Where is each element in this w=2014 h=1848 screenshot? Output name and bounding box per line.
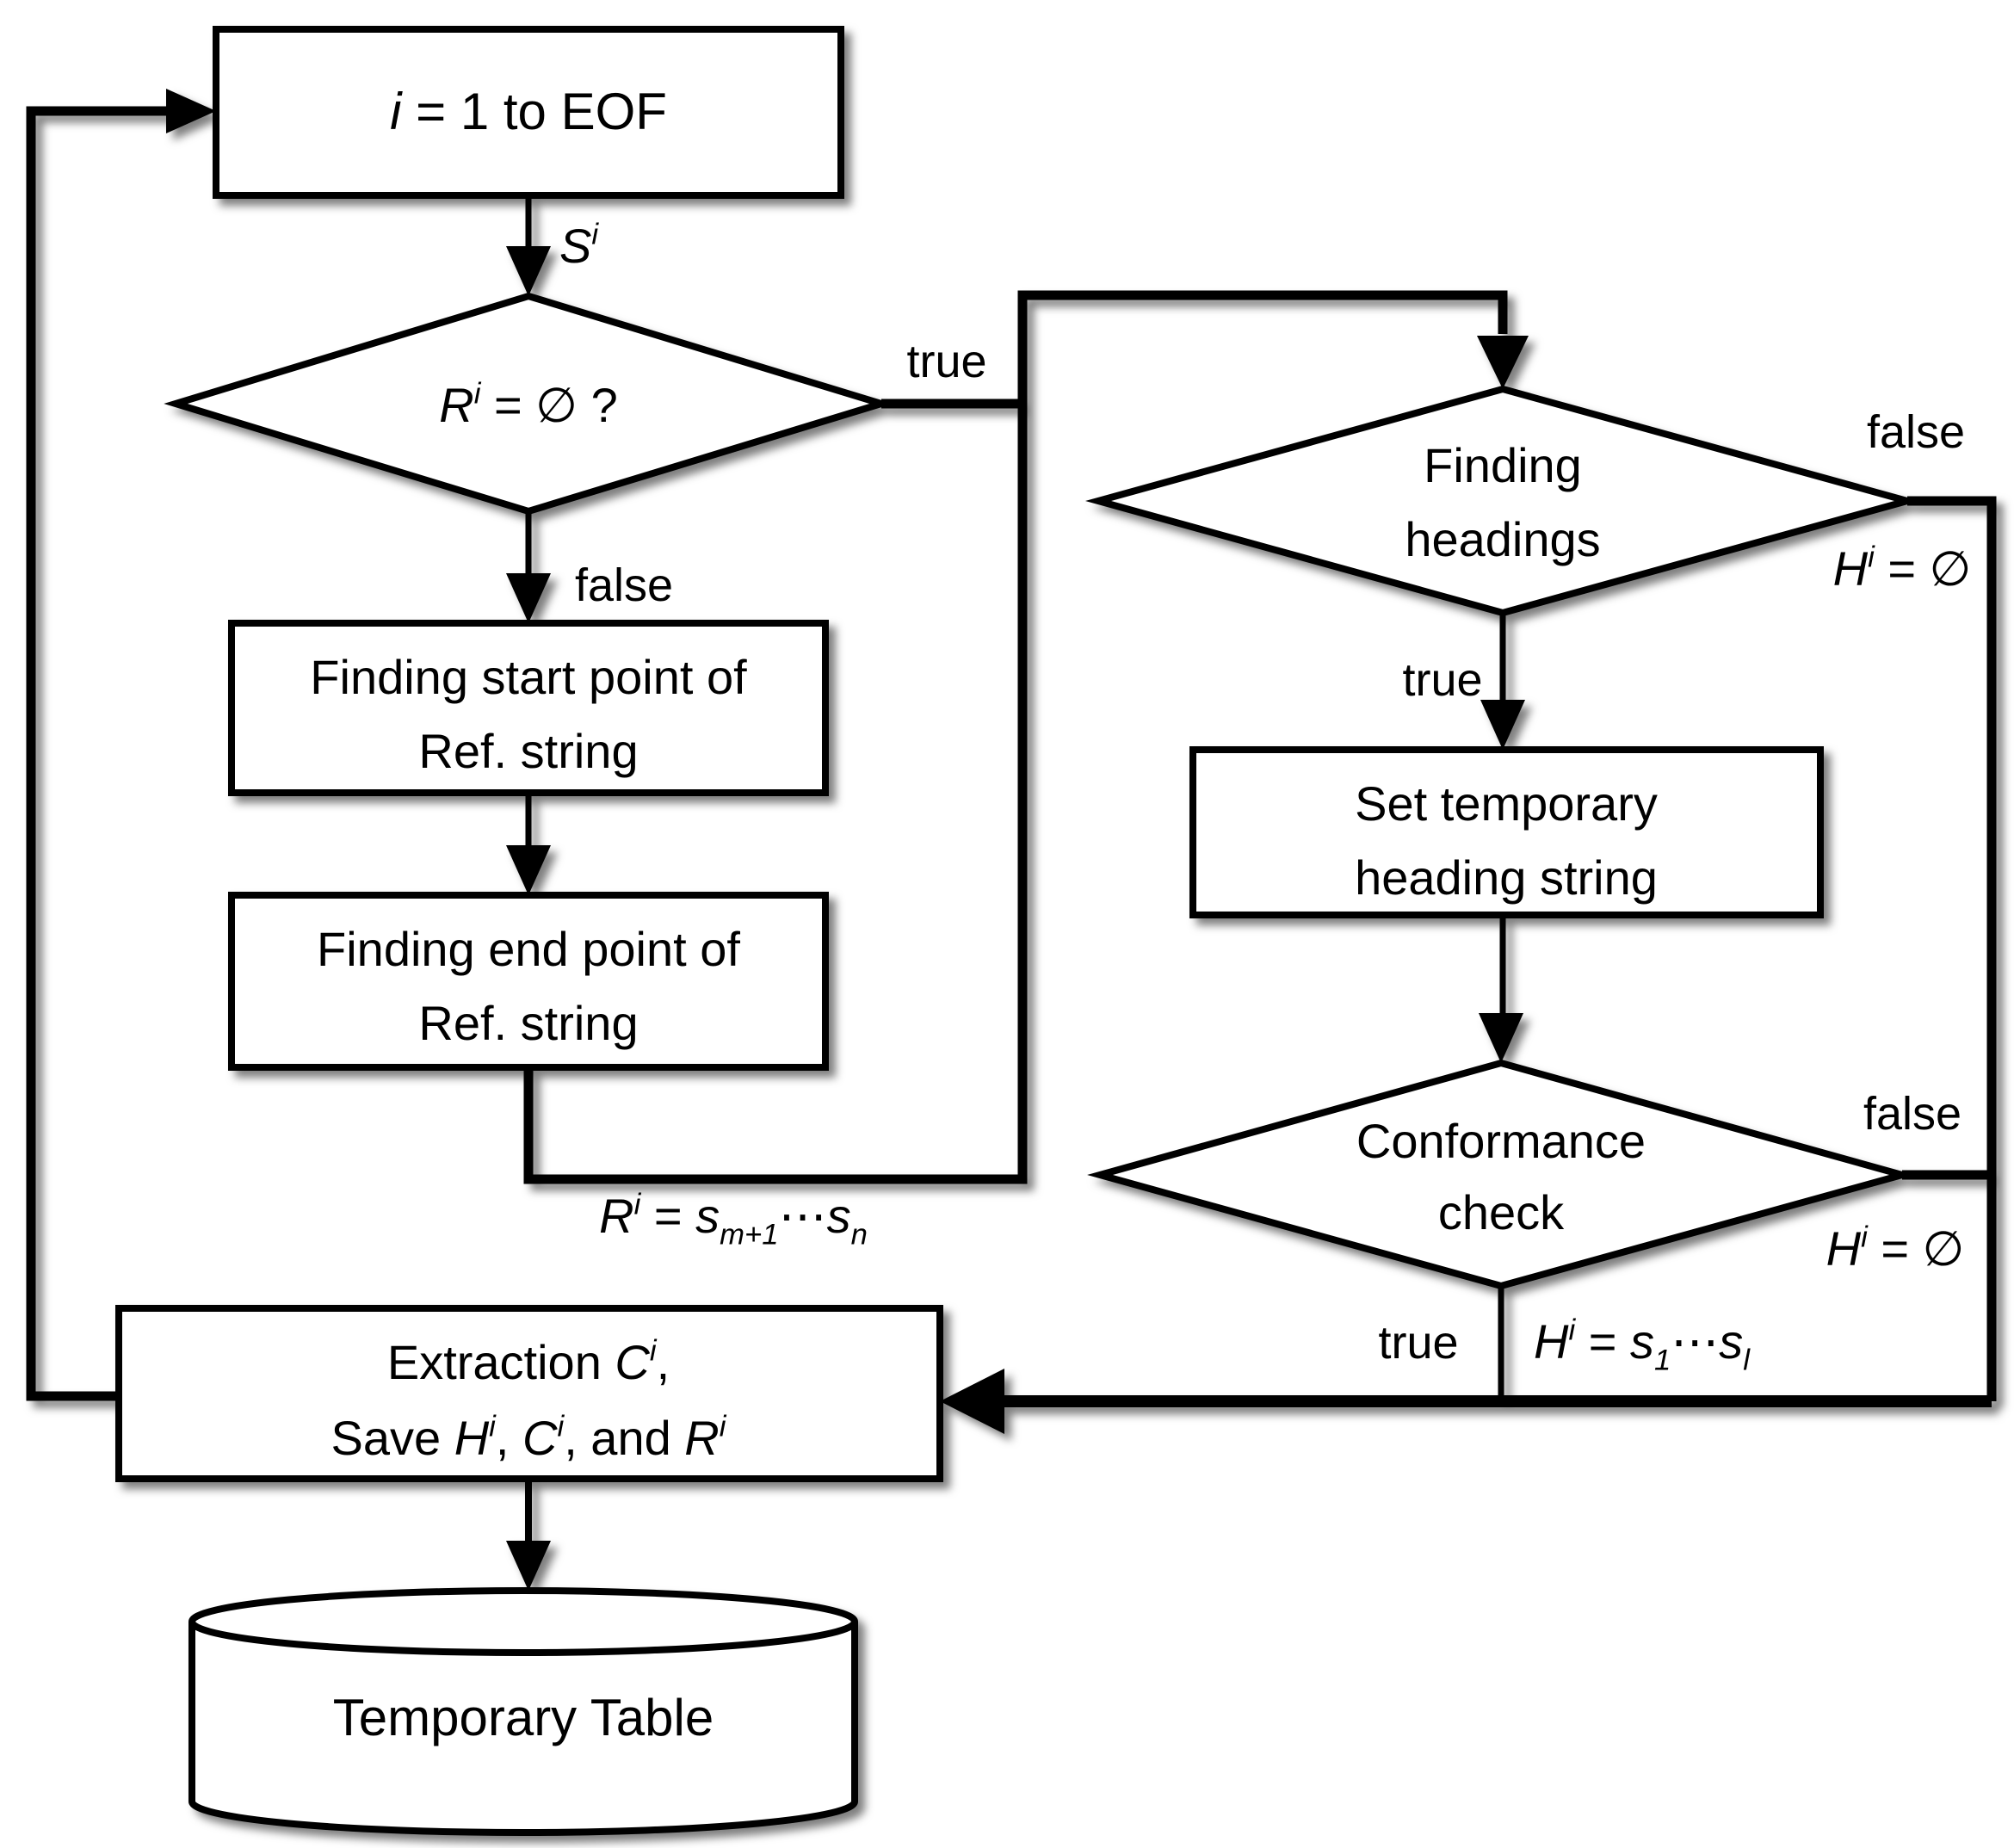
arrowhead-find-end-icon [506,845,551,895]
node-conformance-label-line2: check [1438,1185,1565,1239]
arrowhead-loopback-icon [166,89,216,133]
label-h-empty-1: Hi = ∅ [1833,541,1972,596]
arrowhead-extraction-icon [940,1369,1004,1434]
node-finding-headings-label-line2: headings [1405,512,1600,566]
arrowhead-conformance-icon [1479,1013,1523,1063]
label-s-input: Si [559,219,599,273]
edge-headings-false-line [1907,496,1997,1401]
arrowhead-r-false-icon [506,573,551,623]
arrowhead-set-heading-icon [1480,700,1525,750]
edge-ref-merge-line [523,290,1508,1184]
node-loop-box [213,26,844,199]
node-loop-label: i = 1 to EOF [390,83,667,140]
node-find-start-label-line1: Finding start point of [310,650,747,704]
node-extraction-box [115,1305,943,1482]
label-headings-true: true [1402,654,1482,706]
node-r-decision-diamond [164,292,893,516]
label-h-empty-2: Hi = ∅ [1826,1221,1965,1276]
node-temporary-table-body [188,1622,858,1836]
node-find-end-box [228,892,829,1071]
node-set-heading-label-line2: heading string [1355,850,1658,905]
node-finding-headings-label-line1: Finding [1424,438,1582,492]
node-temporary-table-top [188,1587,858,1656]
node-extraction-label-line2: Save Hi, Ci, and Ri [331,1411,727,1465]
label-r-true: true [906,336,986,387]
node-conformance-label-line1: Conformance [1356,1114,1646,1168]
arrowhead-s-input-icon [506,246,551,296]
edge-loopback-line [26,106,168,1401]
node-finding-headings-diamond [1084,385,1921,617]
node-set-heading-label-line1: Set temporary [1355,776,1658,831]
label-r-assign: Ri = sm+1⋯sn [599,1189,868,1252]
node-find-end-label-line2: Ref. string [418,996,638,1050]
label-temporary-table: Temporary Table [333,1689,714,1746]
node-r-decision-label: Ri = ∅ ? [439,378,617,432]
arrowhead-headings-icon [1477,336,1529,389]
label-headings-false: false [1867,406,1965,458]
node-extraction-label-line1: Extraction Ci, [387,1335,670,1389]
label-r-false: false [575,559,673,611]
node-set-heading-box [1189,746,1824,918]
node-find-start-box [228,620,829,796]
label-h-assign: Hi = s1⋯sl [1534,1314,1751,1377]
label-conformance-false: false [1863,1088,1961,1140]
node-find-start-label-line2: Ref. string [418,724,638,778]
label-conformance-true: true [1378,1317,1458,1369]
node-conformance-diamond [1087,1059,1915,1290]
arrowhead-table-icon [506,1541,551,1591]
node-find-end-label-line1: Finding end point of [317,922,740,976]
